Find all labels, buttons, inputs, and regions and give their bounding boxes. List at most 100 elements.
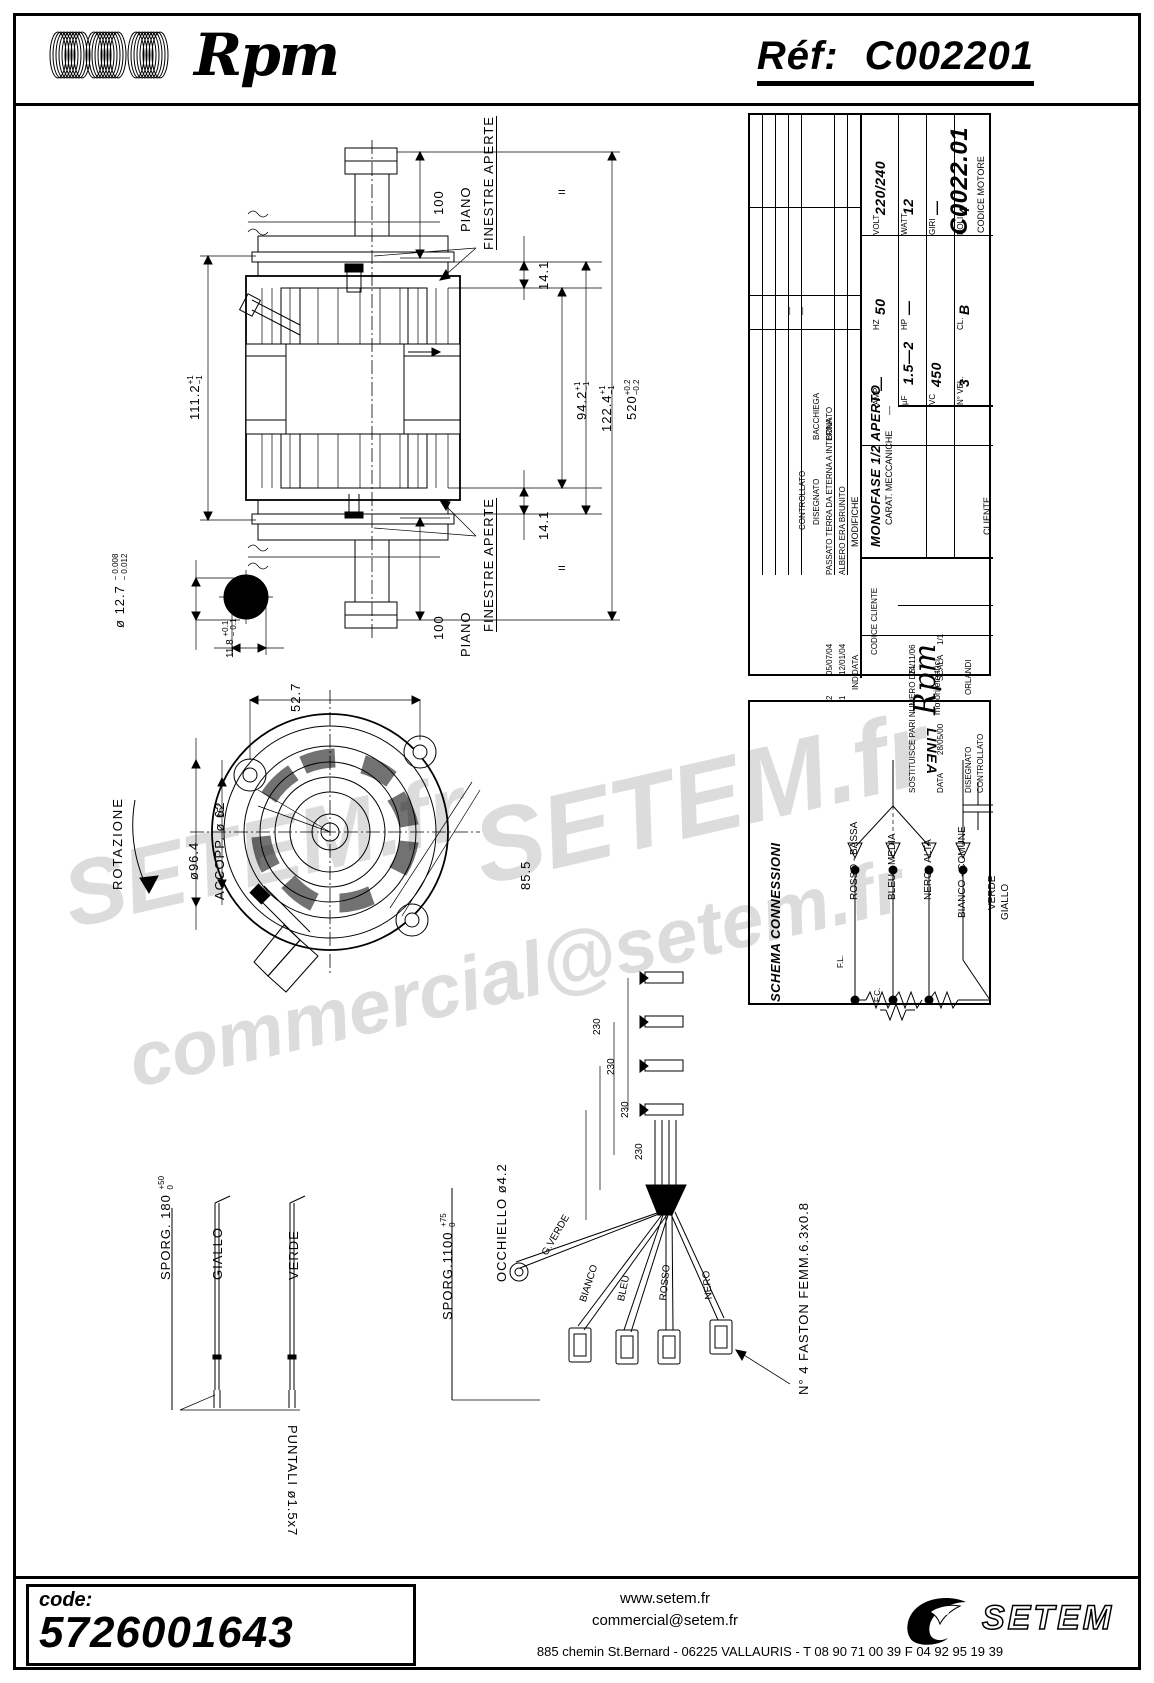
footer-divider: [16, 1576, 1138, 1579]
value-hz: 50: [872, 298, 888, 315]
label-occhiello: OCCHIELLO ø4.2: [494, 1163, 509, 1282]
wiring-schematic: [847, 760, 993, 1022]
tol-1224: +1−1: [598, 385, 616, 395]
title-main: MONOFASE 1/2 APERTO: [868, 384, 883, 547]
tol-520: +0.2−0.2: [623, 379, 641, 396]
title-block: C0022.01 CODICE MOTORE VOLT 220/240 HZ 5…: [748, 113, 993, 793]
dim-piano-top: 100: [431, 190, 446, 215]
reference-label: Réf:: [756, 34, 839, 78]
rev-note-2: ALBERO ERA BRUNITO: [838, 486, 847, 575]
label-piano-bottom: PIANO: [458, 611, 473, 657]
footer-contact: www.setem.fr commercial@setem.fr: [430, 1588, 900, 1632]
dimension-lines-right: [397, 150, 620, 622]
label-scala: SCALA: [936, 654, 945, 681]
leader-finestre: [373, 247, 477, 537]
rev-note-1: PASSATO TERRA DA ETERNA A INTERNA: [825, 418, 834, 575]
setem-logo: SETEM: [900, 1590, 1114, 1646]
footer-website[interactable]: www.setem.fr: [619, 1590, 710, 1607]
value-vc: 450: [928, 362, 944, 387]
label-volt: VOLT: [872, 214, 881, 235]
dimension-111: [200, 254, 256, 522]
label-uf: µF: [900, 395, 909, 406]
dim-141-bottom: 14.1: [536, 510, 551, 540]
setem-wordmark: SETEM: [981, 1598, 1115, 1638]
tap-label-nero: NERO - ALTA: [923, 839, 934, 900]
dim-964: ø96.4: [186, 841, 201, 880]
coil-icon: [49, 31, 169, 79]
value-uf: 1.5—2: [900, 341, 916, 385]
value-nvel: 3: [956, 378, 972, 387]
dim-1224: 122.4+1−1: [598, 385, 616, 432]
setem-bird-icon: [907, 1598, 966, 1645]
left-leads: [171, 1195, 306, 1411]
label-rotazione: ROTAZIONE: [110, 797, 125, 890]
value-poli: 4: [956, 206, 972, 215]
dim-piano-bottom: 100: [431, 615, 446, 640]
footer-email[interactable]: commercial@setem.fr: [591, 1611, 739, 1629]
label-finestre-top-1: FINESTRE APERTE: [481, 116, 497, 250]
code-value: 5726001643: [39, 1608, 294, 1657]
label-wire-verde: VERDE: [286, 1230, 301, 1280]
dim-spacing-2: 230: [620, 1101, 631, 1118]
dim-shaft-diameter: ø 12.7 − 0.008− 0.012: [111, 553, 129, 628]
dim-855: 85.5: [518, 860, 533, 890]
code-label: code:: [39, 1589, 93, 1611]
eq-mark-top: =: [558, 184, 567, 199]
header-divider: [16, 103, 1138, 106]
tol-942: +1−1: [573, 381, 591, 391]
codice-motore-label: CODICE MOTORE: [976, 156, 986, 233]
label-linea: LINEA: [924, 728, 940, 775]
dim-shaft-flat: 11.8 +0.1− 0.1: [221, 618, 239, 658]
reference-block: Réf:C002201: [756, 34, 1034, 86]
dim-942: 94.2+1−1: [573, 381, 591, 420]
rpm-logo: Rpm: [36, 21, 340, 89]
dimension-piano-bottom: [400, 516, 450, 622]
value-disegnato: ORLANDI: [964, 659, 973, 695]
label-wire-giallo: GIALLO: [210, 1227, 225, 1280]
value-cl: B: [956, 304, 972, 315]
label-modifiche: MODIFICHE: [850, 496, 860, 548]
eq-mark-bottom: =: [558, 560, 567, 575]
value-giri: —: [928, 200, 944, 216]
value-hp: —: [900, 300, 916, 316]
label-cliente: CLIENTE: [982, 496, 992, 535]
value-sostituisce: 24/11/06: [908, 644, 917, 675]
rev-disegnato-1: BACCHIEGA: [812, 392, 821, 440]
motor-section-view: [238, 140, 461, 640]
dim-527: 52.7: [288, 682, 303, 712]
dim-1112: 111.2+1−1: [186, 375, 204, 420]
shaft-flat-detail: [191, 560, 284, 655]
rev-data-2: 12/01/04: [838, 643, 847, 675]
label-poli: POLI: [956, 216, 965, 235]
value-volt: 220/240: [872, 160, 888, 215]
rev-header-data: DATA: [851, 654, 860, 675]
rev-controllato-2: —: [785, 307, 794, 315]
tap-label-bleu: BLEU - MEDIA: [887, 833, 898, 900]
rev-header-ind: IND.: [851, 674, 860, 690]
value-carat: —: [884, 406, 894, 415]
value-scala: 1/1: [936, 633, 945, 645]
code-box: code: 5726001643: [26, 1584, 416, 1666]
value-watt: 12: [900, 198, 916, 215]
right-leads: [451, 971, 791, 1401]
schema-title: SCHEMA CONNESSIONI: [768, 842, 783, 1002]
dim-520: 520+0.2−0.2: [623, 379, 641, 421]
label-giri: GIRI: [928, 218, 937, 235]
label-watt: WATT: [900, 213, 909, 235]
dim-141-top: 14.1: [536, 260, 551, 290]
label-cl: CL.: [956, 317, 965, 330]
label-giallo-wire: GIALLO: [1000, 883, 1011, 920]
footer-address: 885 chemin St.Bernard - 06225 VALLAURIS …: [536, 1644, 1004, 1659]
tap-label-rosso: ROSSO - BASSA: [849, 821, 860, 900]
brand-name: Rpm: [194, 21, 340, 89]
label-vc: VC: [928, 393, 937, 405]
dim-spacing-4: 230: [592, 1018, 603, 1035]
label-hp: HP: [900, 318, 909, 330]
rev-header-controllato: CONTROLLATO: [798, 470, 807, 530]
motor-front-view: [132, 690, 481, 993]
